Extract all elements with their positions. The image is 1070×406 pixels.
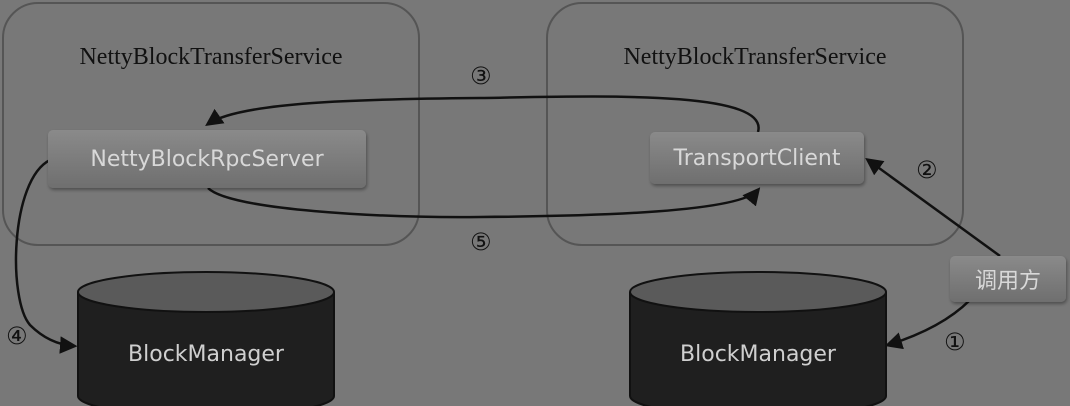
- right-service-container: NettyBlockTransferService: [546, 2, 964, 246]
- step-5-label: ⑤: [470, 228, 492, 256]
- left-blockmanager-label: BlockManager: [128, 342, 284, 367]
- left-service-title: NettyBlockTransferService: [79, 44, 343, 70]
- step-1-label: ①: [944, 328, 966, 356]
- arrow-2: [865, 157, 1001, 258]
- left-service-container: NettyBlockTransferService: [2, 2, 420, 246]
- step-3-label: ③: [470, 62, 492, 90]
- left-blockmanager-cylinder: [77, 271, 335, 406]
- arrow-5: [207, 187, 761, 219]
- arrow-4: [14, 158, 78, 354]
- right-service-title: NettyBlockTransferService: [623, 44, 887, 70]
- step-2-label: ②: [916, 156, 938, 184]
- arrow-1: [884, 299, 971, 350]
- arrow-3: [205, 95, 760, 133]
- rpc-server-node: NettyBlockRpcServer: [48, 130, 366, 188]
- transport-client-node: TransportClient: [650, 132, 864, 184]
- right-blockmanager-cylinder: [629, 271, 887, 406]
- caller-node: 调用方: [950, 256, 1066, 302]
- step-4-label: ④: [6, 322, 28, 350]
- right-blockmanager-label: BlockManager: [680, 342, 836, 367]
